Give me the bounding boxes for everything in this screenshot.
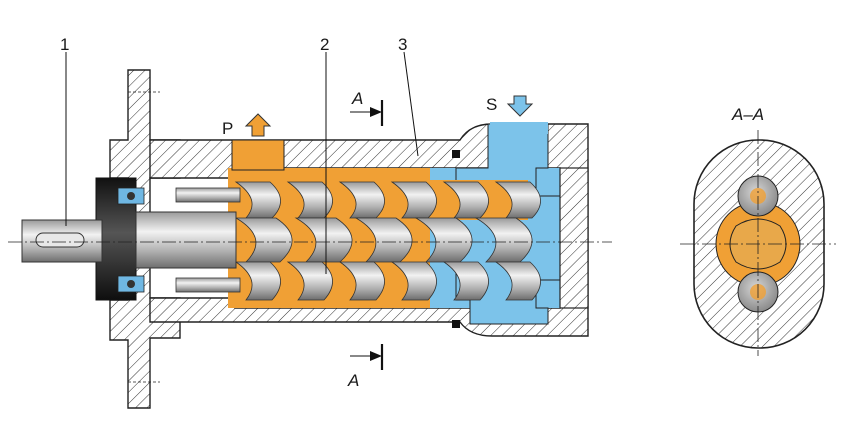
pump-cross-section: 1 2 3 P S A A (8, 35, 612, 409)
suction-inlet (490, 122, 548, 134)
section-view-title: A–A (731, 105, 764, 124)
drive-shaft (21, 211, 237, 269)
drive-screw (234, 217, 533, 263)
leader-3 (403, 51, 419, 157)
section-mark-top: A (351, 89, 363, 108)
seal-top (452, 150, 460, 158)
seal-bottom (452, 320, 460, 328)
part-label-2: 2 (320, 35, 329, 54)
section-mark-bottom: A (347, 371, 359, 390)
screw-rotors (228, 180, 541, 301)
pressure-outlet (231, 139, 285, 171)
idler-shaft-upper (175, 187, 241, 203)
section-view-a-a: A–A (680, 105, 836, 356)
section-line-top (350, 100, 384, 126)
end-cap (559, 167, 589, 309)
part-label-1: 1 (60, 35, 69, 54)
idler-shaft-lower (175, 277, 241, 293)
part-label-3: 3 (398, 35, 407, 54)
suction-port-label: S (486, 95, 497, 114)
section-line-bottom (350, 344, 384, 370)
arrow-up-icon (244, 113, 272, 137)
idler-screw-lower (234, 261, 541, 301)
arrow-down-icon (506, 95, 534, 117)
pressure-port-label: P (222, 119, 233, 138)
idler-screw-upper (228, 180, 541, 220)
